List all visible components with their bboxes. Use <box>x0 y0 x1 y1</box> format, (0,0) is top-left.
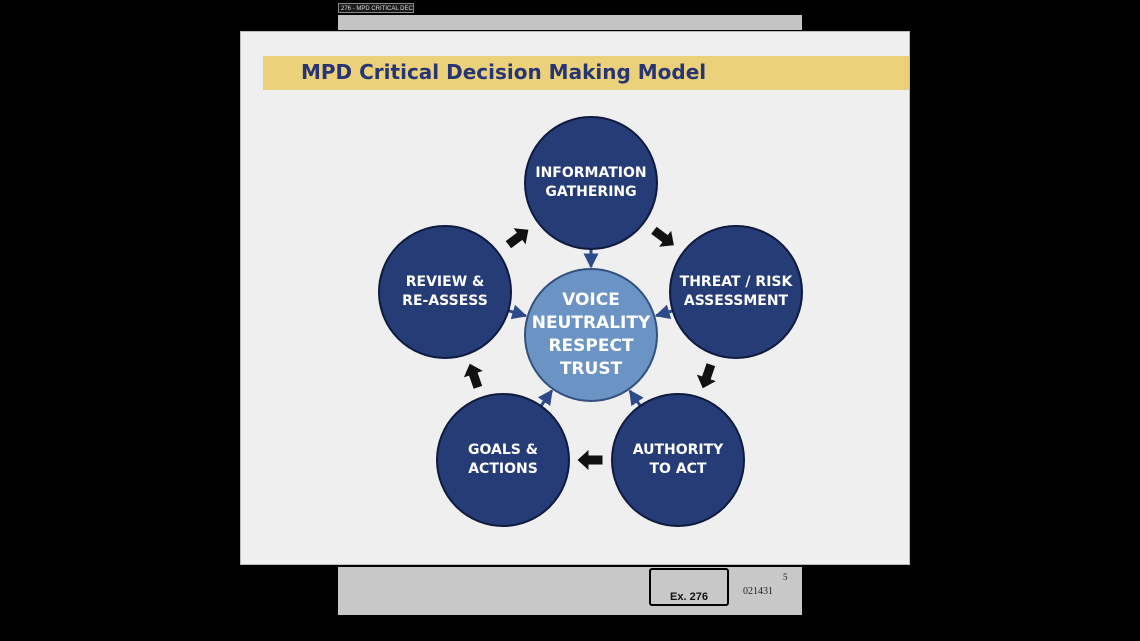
page-number: 5 <box>783 572 788 582</box>
node-threat-risk-assessment: THREAT / RISK ASSESSMENT <box>669 225 803 359</box>
exhibit-sticker: Ex. 276 <box>649 568 729 606</box>
cycle-arrow-3 <box>463 363 483 389</box>
cycle-arrow-1 <box>696 363 716 389</box>
center-values-circle: VOICE NEUTRALITY RESPECT TRUST <box>524 268 658 402</box>
node-goals-actions: GOALS & ACTIONS <box>436 393 570 527</box>
title-bar: MPD Critical Decision Making Model <box>263 56 909 90</box>
node-label-line: AUTHORITY <box>632 442 724 458</box>
node-authority-to-act: AUTHORITY TO ACT <box>611 393 745 527</box>
inward-arrows <box>507 249 674 407</box>
cycle-diagram <box>463 226 716 470</box>
cycle-arrows <box>463 226 716 470</box>
slide-title: MPD Critical Decision Making Model <box>301 60 707 84</box>
node-label-line: THREAT / RISK <box>679 274 793 290</box>
node-label-line: GOALS & <box>468 442 538 458</box>
exhibit-label: Ex. 276 <box>670 591 708 603</box>
bates-number: 021431 <box>743 586 773 597</box>
cycle-arrow-0 <box>651 226 674 247</box>
inward-arrow-1 <box>654 304 674 320</box>
center-label-line: TRUST <box>559 359 623 379</box>
cycle-arrow-4 <box>505 228 529 249</box>
inward-arrow-4 <box>507 304 528 320</box>
node-information-gathering: INFORMATION GATHERING <box>524 116 658 250</box>
node-label-line: REVIEW & <box>405 274 485 290</box>
node-label-line: GATHERING <box>545 184 637 200</box>
paper-strip-top <box>338 15 802 30</box>
inward-arrow-2 <box>628 389 644 407</box>
presentation-slide: MPD Critical Decision Making Model INFOR… <box>240 31 910 565</box>
inward-arrow-3 <box>537 389 554 407</box>
node-label-line: ACTIONS <box>468 461 538 477</box>
exhibit-sticker-area: Ex. 276 021431 5 <box>338 567 802 615</box>
node-label-line: TO ACT <box>649 461 707 477</box>
document-tab-label[interactable]: 276 - MPD CRITICAL DEC... <box>338 3 414 13</box>
center-label-line: NEUTRALITY <box>531 313 651 333</box>
center-label-line: VOICE <box>562 290 620 310</box>
node-label-line: RE-ASSESS <box>402 293 488 309</box>
node-label-line: INFORMATION <box>535 165 647 181</box>
node-review-re-assess: REVIEW & RE-ASSESS <box>378 225 512 359</box>
node-label-line: ASSESSMENT <box>683 293 789 309</box>
center-label-line: RESPECT <box>548 336 634 356</box>
cycle-arrow-2 <box>577 450 603 470</box>
